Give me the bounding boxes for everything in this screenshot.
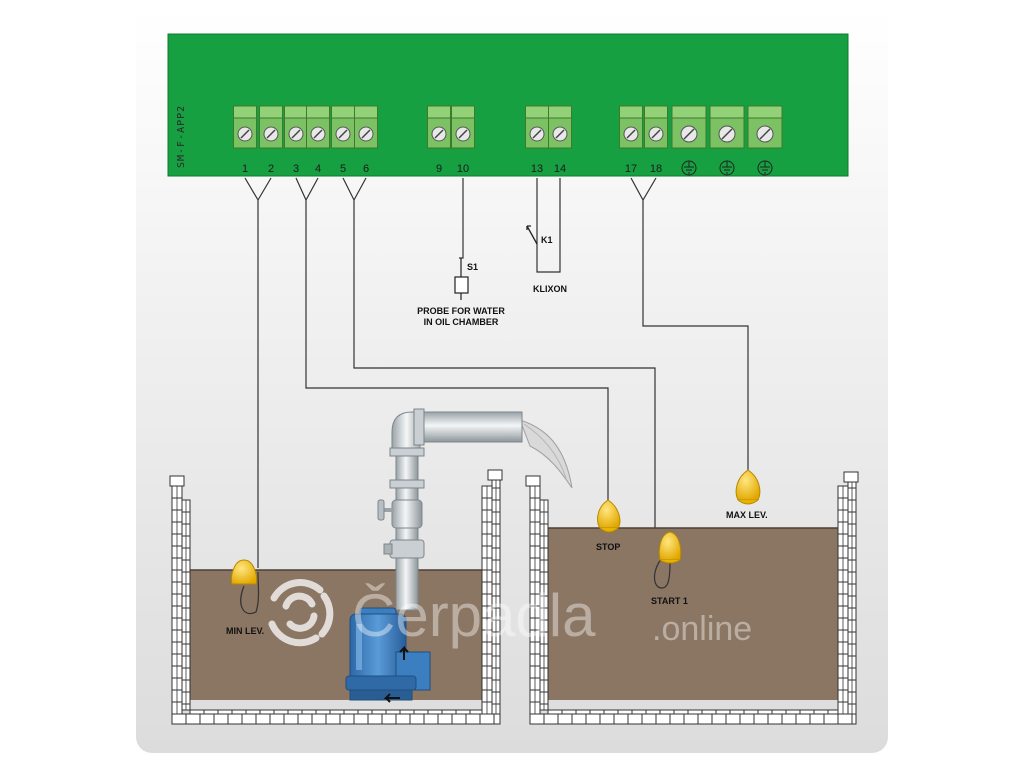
terminal-number: 5: [340, 163, 346, 175]
board-pcb: [167, 33, 849, 177]
ground-icon: [719, 160, 735, 176]
tank-walls: [169, 469, 859, 725]
right-tank-water: [548, 528, 838, 700]
watermark-text: Čerpadla: [352, 582, 596, 649]
wires: [244, 177, 749, 568]
terminal-17: 17: [619, 105, 643, 175]
float-max: [735, 469, 761, 505]
terminal-number: 6: [363, 163, 369, 175]
terminal-4: 4: [306, 105, 330, 175]
wire-stop: [305, 200, 609, 500]
ground-terminal: [671, 105, 707, 176]
float-min: [231, 559, 260, 615]
terminal-number: 10: [457, 163, 469, 175]
terminal-number: 13: [531, 163, 543, 175]
ground-terminal: [747, 105, 783, 176]
terminal-number: 18: [650, 163, 662, 175]
terminal-6: 6: [354, 105, 378, 175]
terminal-number: 4: [315, 163, 321, 175]
watermark-logo-icon: [268, 579, 334, 647]
wire-max: [642, 200, 749, 470]
watermark-sub: .online: [652, 610, 752, 648]
terminal-block-group: 1 2 3 4 5 6 9 10 13 14 17 18: [233, 105, 783, 176]
wire-probe: [459, 178, 464, 259]
watermark: Čerpadla .online: [268, 579, 752, 649]
terminal-number: 17: [625, 163, 637, 175]
wire-start1: [353, 200, 656, 530]
terminal-number: 2: [268, 163, 274, 175]
board-id: SM-F-APP2: [176, 105, 187, 168]
terminal-13: 13: [525, 105, 549, 175]
terminal-14: 14: [548, 105, 572, 175]
klixon-ref: K1: [541, 235, 553, 245]
terminal-number: 3: [293, 163, 299, 175]
wire-klixon: [536, 178, 561, 273]
terminal-2: 2: [259, 105, 283, 175]
float-switches: [231, 469, 761, 615]
terminal-18: 18: [644, 105, 668, 175]
terminal-5: 5: [331, 105, 355, 175]
terminal-number: 14: [554, 163, 566, 175]
ground-icon: [681, 160, 697, 176]
probe-label-1: PROBE FOR WATER: [417, 306, 505, 316]
label-stop: STOP: [596, 542, 620, 552]
terminal-number: 1: [242, 163, 248, 175]
klixon-symbol: [526, 225, 538, 245]
ground-terminal: [709, 105, 745, 176]
klixon-label: KLIXON: [533, 284, 567, 294]
label-max-level: MAX LEV.: [726, 510, 768, 520]
ground-icon: [757, 160, 773, 176]
submersible-pump: [345, 607, 431, 703]
probe-ref: S1: [467, 262, 478, 272]
terminal-number: 9: [436, 163, 442, 175]
label-min-level: MIN LEV.: [226, 626, 264, 636]
terminal-9: 9: [427, 105, 451, 175]
terminal-10: 10: [451, 105, 475, 175]
left-tank-water: [190, 570, 482, 700]
control-board: SM-F-APP2 1 2 3 4 5 6 9 10 13 14 17 18: [167, 33, 849, 177]
label-start1: START 1: [651, 596, 688, 606]
float-start1: [653, 531, 682, 589]
float-stop: [597, 499, 621, 533]
discharge-pipe: [377, 408, 573, 611]
probe-symbol: [454, 258, 469, 300]
probe-label-2: IN OIL CHAMBER: [424, 317, 499, 327]
terminal-1: 1: [233, 105, 257, 175]
